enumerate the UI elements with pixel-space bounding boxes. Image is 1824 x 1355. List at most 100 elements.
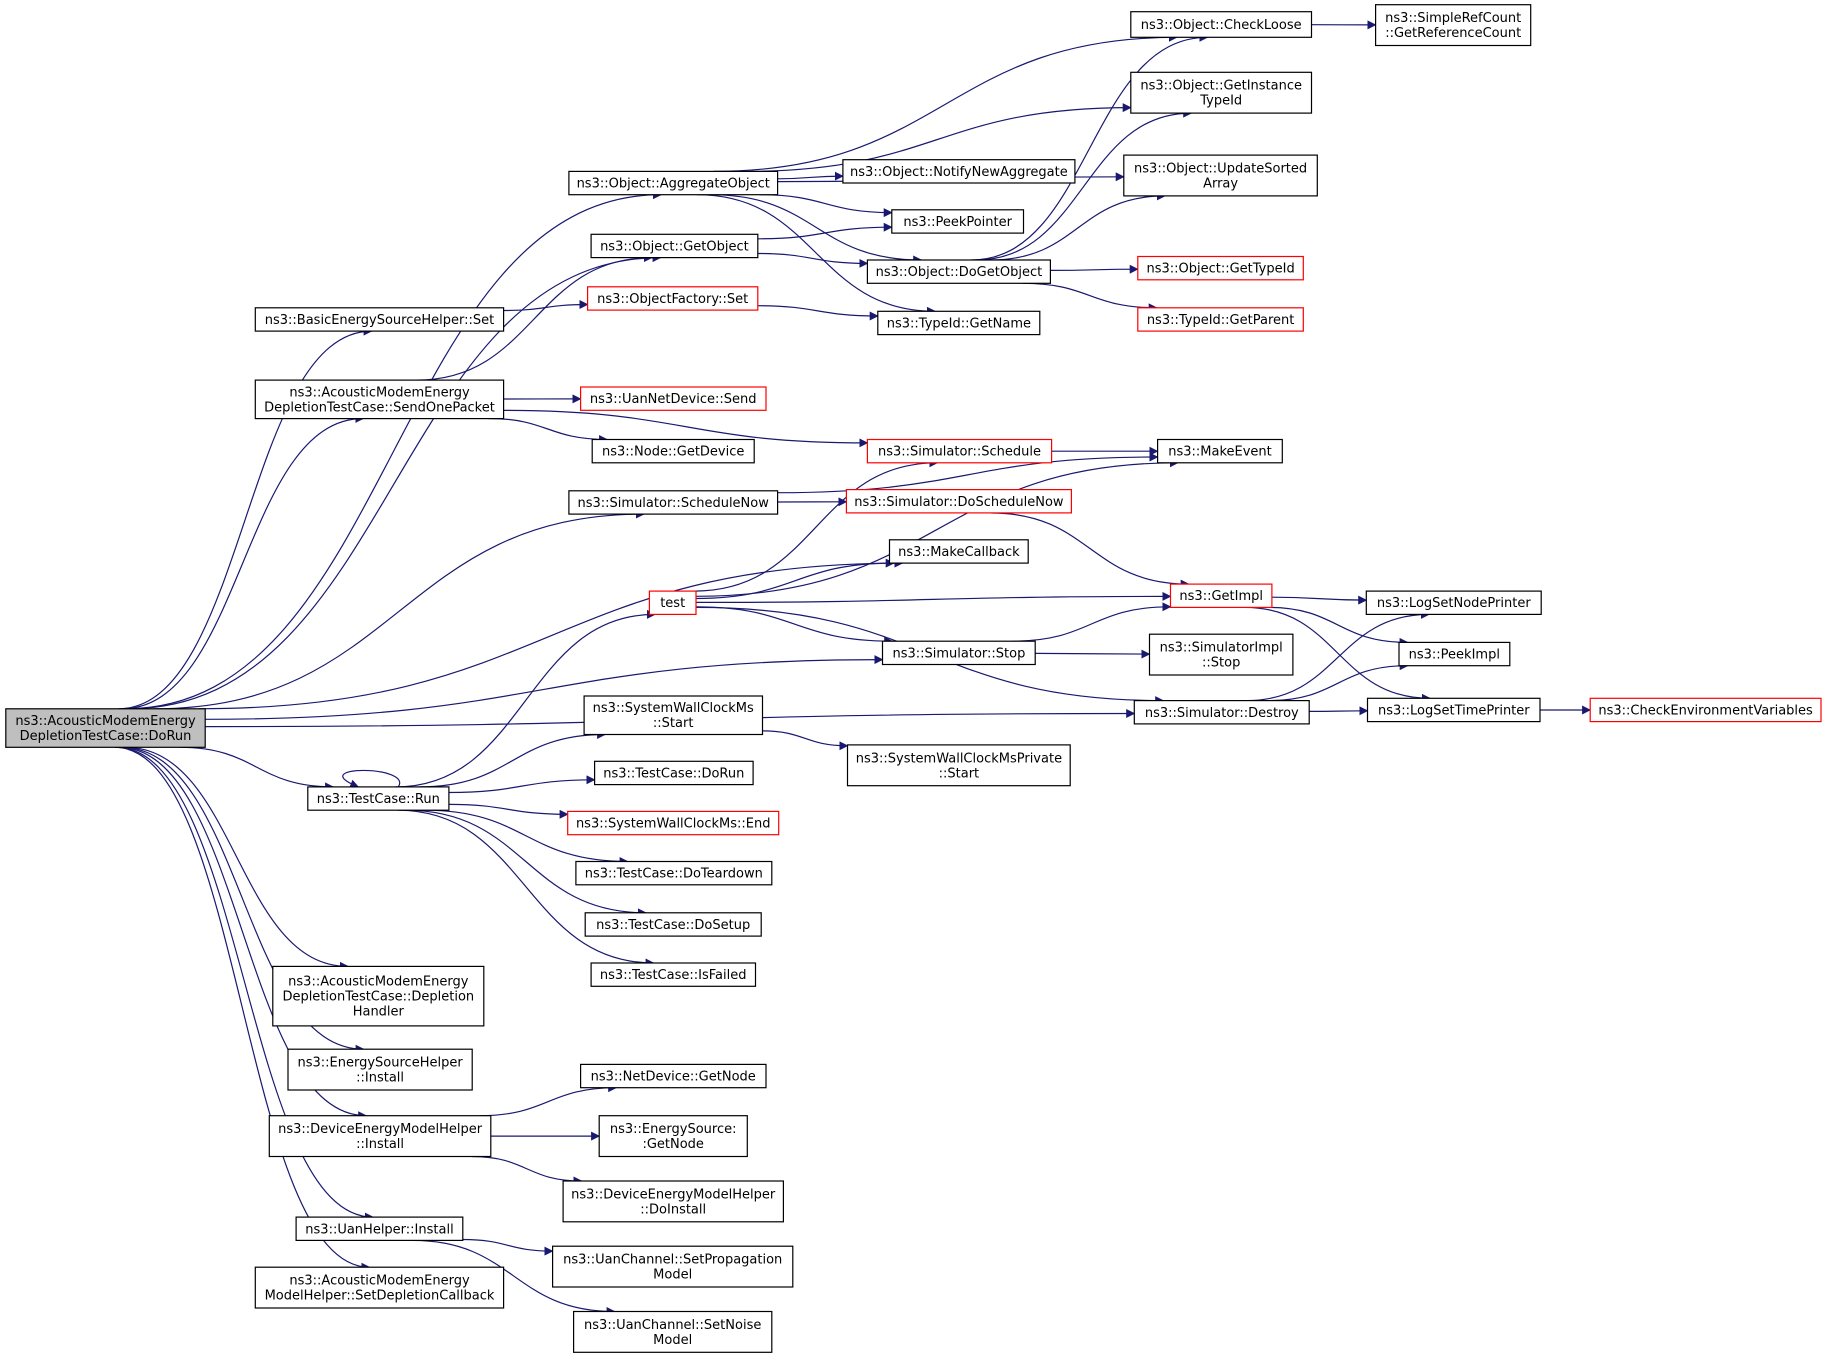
edge-line xyxy=(471,1155,583,1186)
node-getname[interactable]: ns3::TypeId::GetName xyxy=(877,310,1041,336)
node-box xyxy=(1366,697,1541,723)
node-label: ns3::Simulator::Schedule xyxy=(878,445,1041,460)
node-logtime[interactable]: ns3::LogSetTimePrinter xyxy=(1366,697,1541,723)
node-notify[interactable]: ns3::Object::NotifyNewAggregate xyxy=(842,159,1076,184)
edge-line xyxy=(1271,595,1368,605)
node-label: ns3::Object::GetInstance xyxy=(1140,79,1302,94)
edge-line xyxy=(1050,264,1139,274)
node-doschednow[interactable]: ns3::Simulator::DoScheduleNow xyxy=(845,489,1073,514)
edge-line xyxy=(198,558,904,710)
node-label: ns3::Object::DoGetObject xyxy=(876,265,1043,280)
node-box xyxy=(866,438,1053,464)
node-esh_install[interactable]: ns3::EnergySourceHelper::Install xyxy=(287,1048,473,1091)
node-checkenv[interactable]: ns3::CheckEnvironmentVariables xyxy=(1589,697,1822,723)
node-box xyxy=(254,379,505,420)
node-label: :GetNode xyxy=(642,1137,703,1152)
node-uansend[interactable]: ns3::UanNetDevice::Send xyxy=(579,386,767,411)
node-getparent[interactable]: ns3::TypeId::GetParent xyxy=(1137,307,1304,332)
node-label: ns3::Object::UpdateSorted xyxy=(1134,162,1307,177)
edge-root-to-makecb xyxy=(198,558,904,710)
node-deplhandler[interactable]: ns3::AcousticModemEnergyDepletionTestCas… xyxy=(272,965,485,1027)
edge-line xyxy=(205,655,884,720)
node-sendone[interactable]: ns3::AcousticModemEnergyDepletionTestCas… xyxy=(254,379,505,420)
node-schedule[interactable]: ns3::Simulator::Schedule xyxy=(866,438,1053,464)
node-swc_end[interactable]: ns3::SystemWallClockMs::End xyxy=(567,810,780,836)
node-swcp_start[interactable]: ns3::SystemWallClockMsPrivate::Start xyxy=(846,744,1071,787)
node-box xyxy=(1137,307,1304,332)
node-getimpl[interactable]: ns3::GetImpl xyxy=(1169,583,1273,608)
node-label: ns3::AcousticModemEnergy xyxy=(15,714,196,729)
node-label: ::Install xyxy=(356,1071,404,1086)
node-box xyxy=(579,1063,767,1089)
node-setdepl[interactable]: ns3::AcousticModemEnergyModelHelper::Set… xyxy=(254,1266,505,1309)
edge-getimpl-to-logtime xyxy=(1244,606,1431,703)
node-label: ns3::Simulator::Stop xyxy=(892,646,1025,661)
node-label: ns3::SystemWallClockMs::End xyxy=(576,817,771,832)
node-demh_install[interactable]: ns3::DeviceEnergyModelHelper::Install xyxy=(268,1115,492,1158)
edge-line xyxy=(1267,606,1409,647)
node-setup[interactable]: ns3::TestCase::DoSetup xyxy=(584,912,762,937)
node-label: ns3::UanChannel::SetNoise xyxy=(584,1318,761,1333)
node-box xyxy=(648,590,697,615)
edge-tc_run-to-tc_dorun xyxy=(448,775,596,794)
node-schednow[interactable]: ns3::Simulator::ScheduleNow xyxy=(568,490,779,515)
node-aggregate[interactable]: ns3::Object::AggregateObject xyxy=(568,170,779,196)
node-makecb[interactable]: ns3::MakeCallback xyxy=(888,539,1029,564)
node-checkloose[interactable]: ns3::Object::CheckLoose xyxy=(1130,11,1313,38)
node-doinstall[interactable]: ns3::DeviceEnergyModelHelper::DoInstall xyxy=(562,1180,784,1223)
edge-root-to-schednow xyxy=(153,509,645,710)
node-box xyxy=(842,159,1076,184)
node-of_set[interactable]: ns3::ObjectFactory::Set xyxy=(586,286,759,311)
edge-aggregate-to-notify xyxy=(777,171,844,181)
edge-tc_run-to-swc_start xyxy=(419,730,607,788)
node-box xyxy=(888,539,1029,564)
node-tc_run[interactable]: ns3::TestCase::Run xyxy=(307,786,450,811)
edge-line xyxy=(419,730,607,788)
node-label: ns3::AcousticModemEnergy xyxy=(288,975,469,990)
node-label: ns3::TypeId::GetParent xyxy=(1147,313,1295,328)
node-peekptr[interactable]: ns3::PeekPointer xyxy=(891,209,1025,234)
node-isfailed[interactable]: ns3::TestCase::IsFailed xyxy=(590,962,757,987)
node-box xyxy=(268,1115,492,1158)
node-getrefcount[interactable]: ns3::SimpleRefCount::GetReferenceCount xyxy=(1374,4,1532,47)
edge-line xyxy=(990,191,1166,261)
node-swc_start[interactable]: ns3::SystemWallClockMs::Start xyxy=(583,695,764,736)
node-dogetobj[interactable]: ns3::Object::DoGetObject xyxy=(866,259,1052,284)
edge-line xyxy=(397,809,655,968)
node-box xyxy=(1123,154,1318,197)
node-stop[interactable]: ns3::Simulator::Stop xyxy=(881,640,1036,666)
node-destroy[interactable]: ns3::Simulator::Destroy xyxy=(1133,699,1310,725)
node-tc_dorun[interactable]: ns3::TestCase::DoRun xyxy=(593,760,754,786)
node-label: ns3::UanHelper::Install xyxy=(305,1222,453,1237)
node-label: ns3::UanNetDevice::Send xyxy=(590,392,757,407)
edge-line xyxy=(695,458,1179,597)
node-test[interactable]: test xyxy=(648,590,697,615)
node-teardown[interactable]: ns3::TestCase::DoTeardown xyxy=(575,860,773,886)
node-label: ns3::TestCase::Run xyxy=(317,792,440,807)
node-peekimpl[interactable]: ns3::PeekImpl xyxy=(1398,641,1511,667)
node-nd_getnode[interactable]: ns3::NetDevice::GetNode xyxy=(579,1063,767,1089)
node-makeevent[interactable]: ns3::MakeEvent xyxy=(1156,438,1283,464)
node-label: Model xyxy=(653,1268,692,1283)
node-uan_install[interactable]: ns3::UanHelper::Install xyxy=(295,1216,464,1241)
node-simimpl_stop[interactable]: ns3::SimulatorImpl::Stop xyxy=(1148,633,1294,676)
node-es_getnode[interactable]: ns3::EnergySource::GetNode xyxy=(598,1115,748,1158)
node-box xyxy=(272,965,485,1027)
node-gettypeid[interactable]: ns3::Object::GetTypeId xyxy=(1137,255,1304,281)
edge-line xyxy=(757,305,879,321)
node-getobject[interactable]: ns3::Object::GetObject xyxy=(590,233,759,259)
node-label: ns3::TypeId::GetName xyxy=(887,316,1031,331)
node-lognode[interactable]: ns3::LogSetNodePrinter xyxy=(1365,590,1542,615)
node-label: ns3::AcousticModemEnergy xyxy=(289,385,470,400)
node-besh_set[interactable]: ns3::BasicEnergySourceHelper::Set xyxy=(254,307,505,332)
node-box xyxy=(598,1115,748,1158)
node-label: ns3::DeviceEnergyModelHelper xyxy=(278,1122,483,1137)
node-label: ns3::LogSetTimePrinter xyxy=(1378,704,1530,719)
node-root[interactable]: ns3::AcousticModemEnergyDepletionTestCas… xyxy=(5,708,206,748)
edge-stop-to-getimpl xyxy=(1012,602,1172,642)
node-getdevice[interactable]: ns3::Node::GetDevice xyxy=(591,438,755,464)
